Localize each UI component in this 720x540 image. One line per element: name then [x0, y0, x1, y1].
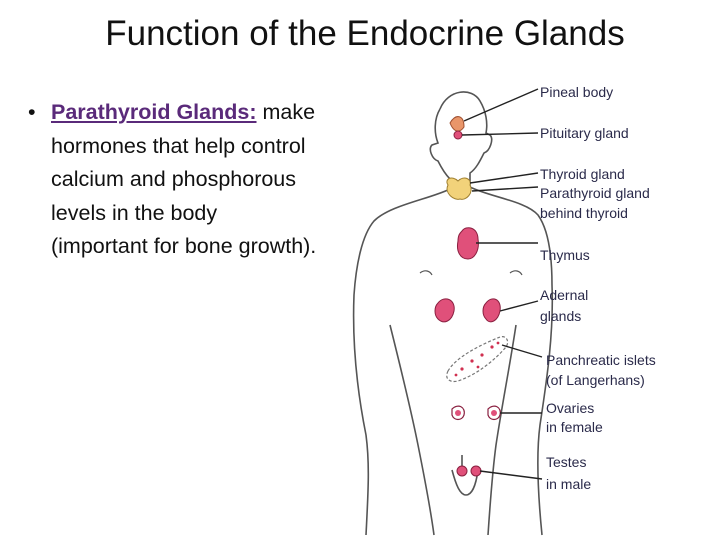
ovary-right-dot	[491, 410, 497, 416]
bullet-description: make hormones that help control calcium …	[51, 100, 317, 258]
pineal-gland-shape	[449, 116, 465, 132]
label-ovaries: Ovaries	[546, 400, 594, 416]
label-of-langerhans: (of Langerhans)	[546, 372, 645, 388]
label-testes: Testes	[546, 454, 586, 470]
testis-left-shape	[456, 465, 468, 477]
label-parathyroid-gland: Parathyroid gland	[540, 185, 650, 201]
thyroid-gland-shape	[446, 177, 472, 200]
label-adrenal: Adernal	[540, 287, 588, 303]
label-pancreatic-islets: Panchreatic islets	[546, 352, 656, 368]
bullet-dot: •	[28, 100, 36, 124]
adrenal-right-shape	[482, 298, 501, 323]
testis-right-shape	[470, 465, 482, 477]
label-thyroid-gland: Thyroid gland	[540, 166, 625, 182]
label-in-female: in female	[546, 419, 603, 435]
label-thymus: Thymus	[540, 247, 590, 263]
adrenal-left-shape	[434, 298, 455, 323]
label-behind-thyroid: behind thyroid	[540, 205, 628, 221]
pancreatic-islets	[454, 341, 500, 377]
label-in-male: in male	[546, 476, 591, 492]
slide-title: Function of the Endocrine Glands	[105, 14, 625, 53]
pituitary-gland-shape	[453, 130, 463, 140]
label-pineal-body: Pineal body	[540, 84, 613, 100]
bullet-text: Parathyroid Glands: make hormones that h…	[51, 96, 318, 264]
bullet-term: Parathyroid Glands:	[51, 100, 257, 124]
leader-lines	[461, 88, 543, 480]
ovary-left-dot	[455, 410, 461, 416]
bullet-item: • Parathyroid Glands: make hormones that…	[28, 96, 318, 264]
label-pituitary-gland: Pituitary gland	[540, 125, 629, 141]
label-glands: glands	[540, 308, 581, 324]
endocrine-diagram: Pineal body Pituitary gland Thyroid glan…	[330, 75, 720, 540]
thymus-shape	[457, 227, 479, 260]
